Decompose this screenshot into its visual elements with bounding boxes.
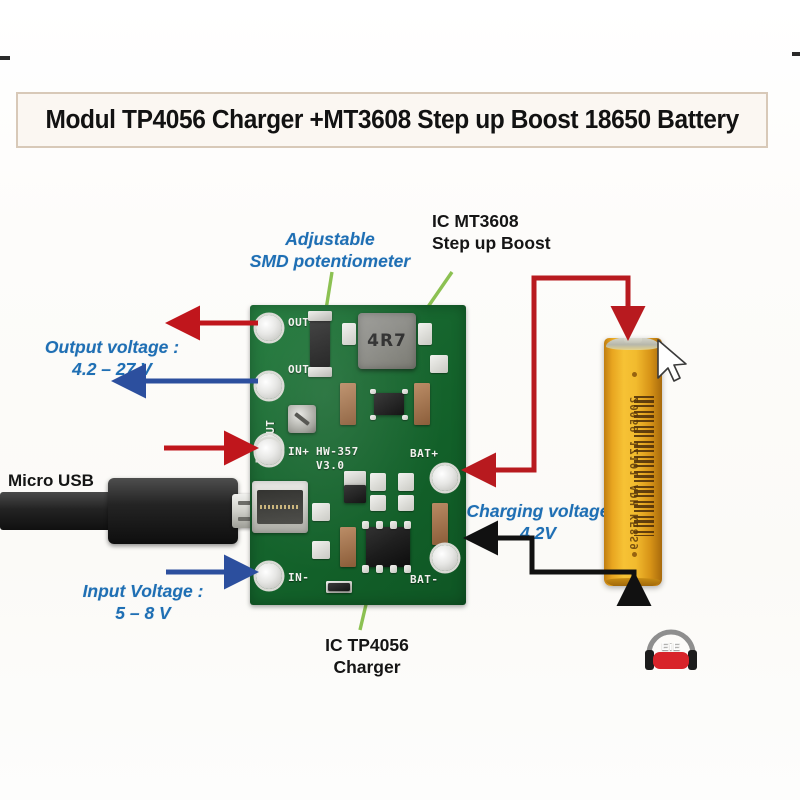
silk-board-rev-1: HW-357	[316, 445, 359, 458]
pad-out-minus	[256, 373, 282, 399]
component-smd-pad	[342, 323, 356, 345]
silk-board-rev-2: V3.0	[316, 459, 345, 472]
battery-label: 20059 1Z101 ADH KE8S9	[610, 396, 656, 551]
battery-18650: 20059 1Z101 ADH KE8S9	[604, 338, 662, 586]
component-smd-pad	[430, 355, 448, 373]
label-adjustable-smd-potentiometer: Adjustable SMD potentiometer	[224, 228, 436, 273]
battery-dent-bottom	[632, 552, 637, 557]
label-input-voltage: Input Voltage : 5 – 8 V	[58, 580, 228, 625]
corner-mark-left	[0, 56, 10, 60]
component-tantalum-cap	[432, 503, 448, 545]
usb-cable	[0, 492, 122, 530]
inductor-marking: 4R7	[367, 331, 407, 351]
eie-logo: EiE	[640, 620, 702, 674]
component-smd-pad	[312, 503, 330, 521]
battery-dent-top	[632, 372, 637, 377]
component-diode	[344, 485, 366, 503]
component-smd-pad	[418, 323, 432, 345]
component-cap	[344, 471, 366, 489]
title-banner: Modul TP4056 Charger +MT3608 Step up Boo…	[16, 92, 768, 148]
component-smd-pad	[370, 389, 376, 394]
component-resistor	[328, 583, 350, 591]
ic-pin	[376, 565, 383, 573]
board-micro-usb-port	[252, 481, 308, 533]
component-tantalum-cap	[340, 527, 356, 567]
component-smd-pad	[398, 473, 414, 491]
ic-pin	[390, 521, 397, 529]
label-micro-usb: Micro USB	[8, 471, 94, 490]
component-smd-pad	[402, 389, 408, 394]
corner-mark-right	[792, 52, 800, 56]
component-cap	[308, 367, 332, 377]
label-line: IC MT3608	[432, 211, 519, 231]
silk-in-plus: IN+	[288, 445, 310, 458]
tp4056-ic	[366, 527, 410, 567]
battery-positive-nub	[624, 338, 642, 343]
component-smd-pad	[402, 415, 408, 420]
label-line: Input Voltage :	[82, 581, 204, 601]
pad-in-minus	[256, 563, 282, 589]
pad-out-plus	[256, 315, 282, 341]
pad-bat-minus	[432, 545, 458, 571]
component-tantalum-cap	[414, 383, 430, 425]
ic-pin	[404, 565, 411, 573]
silk-in-minus: IN-	[288, 571, 310, 584]
pad-in-plus	[256, 439, 282, 465]
battery-label-text: 20059 1Z101 ADH KE8S9	[629, 397, 641, 551]
label-line: SMD potentiometer	[249, 251, 411, 272]
component-resistor	[310, 319, 330, 367]
component-smd-pad	[312, 541, 330, 559]
component-small-ic	[374, 393, 404, 415]
label-line: Charger	[333, 657, 401, 678]
ic-pin	[376, 521, 383, 529]
usb-port-slot	[257, 490, 303, 524]
silk-bat-minus: BAT-	[410, 573, 439, 586]
silk-bat-plus: BAT+	[410, 447, 439, 460]
label-line: Step up Boost	[432, 233, 551, 254]
ic-pin	[362, 521, 369, 529]
label-line: Charging voltage	[466, 501, 610, 521]
label-output-voltage: Output voltage : 4.2 – 27 V	[22, 336, 202, 381]
mt3608-inductor: 4R7	[358, 313, 416, 369]
label-line: 4.2 – 27 V	[72, 359, 152, 380]
component-smd-pad	[398, 495, 414, 511]
label-line: Output voltage :	[44, 337, 180, 357]
smd-potentiometer	[288, 405, 316, 433]
label-ic-mt3608: IC MT3608 Step up Boost	[432, 210, 582, 255]
page-title: Modul TP4056 Charger +MT3608 Step up Boo…	[45, 105, 739, 134]
label-line: 4.2V	[520, 523, 556, 544]
pad-bat-plus	[432, 465, 458, 491]
label-line: 5 – 8 V	[115, 603, 171, 624]
ic-pin	[404, 521, 411, 529]
label-line: Adjustable	[285, 229, 375, 249]
usb-plug-body	[108, 478, 238, 544]
ic-pin	[362, 565, 369, 573]
label-line: IC TP4056	[325, 635, 409, 655]
ic-pin	[390, 565, 397, 573]
label-charging-voltage: Charging voltage 4.2V	[458, 500, 618, 545]
label-ic-tp4056: IC TP4056 Charger	[292, 634, 442, 679]
pcb-module: OUT+ OUT- OUT 4R7 HW-357 V3.0	[250, 305, 466, 605]
component-cap	[308, 311, 332, 321]
component-smd-pad	[370, 473, 386, 491]
headphones-icon	[645, 629, 697, 670]
component-smd-pad	[370, 415, 376, 420]
battery-negative-terminal	[606, 578, 660, 586]
component-tantalum-cap	[340, 383, 356, 425]
component-smd-pad	[370, 495, 386, 511]
battery-barcode	[634, 396, 654, 536]
